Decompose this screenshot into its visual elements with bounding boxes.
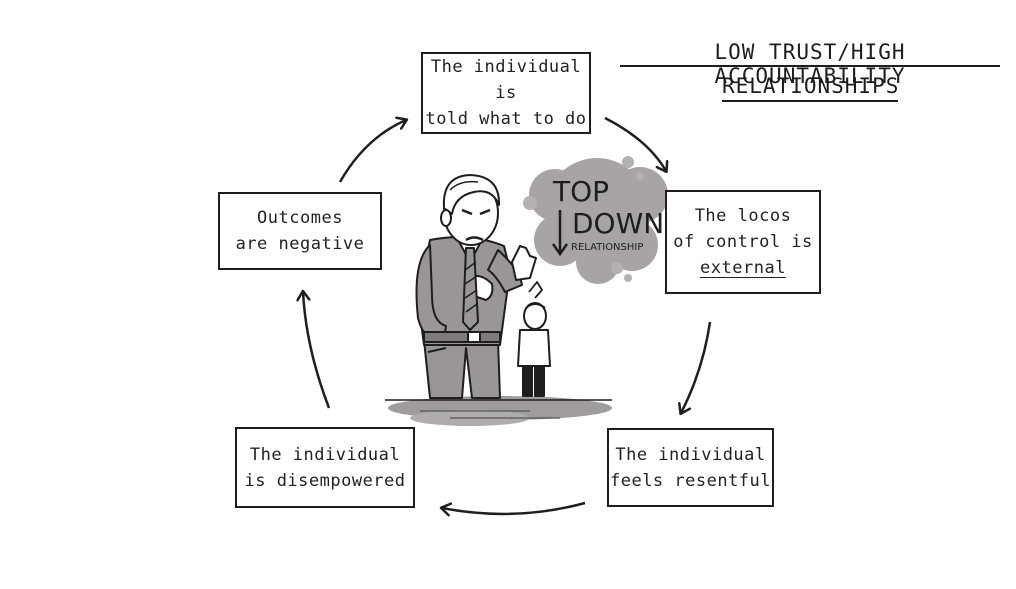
step-resentful-line1: The individual [615,444,766,465]
child-figure [517,281,551,397]
step-locus-line1: The locos [694,206,792,226]
arrow-resentful-to-disempowered [442,501,586,514]
arrow-told-to-locus [604,116,666,171]
step-locus-line2: of control is [673,232,813,252]
step-locus-of-control: The locos of control is external [665,190,821,294]
ground-shadow [385,396,612,426]
diagram-title-line1: LOW TRUST/HIGH ACCOUNTABILITY [714,40,906,88]
step-negative-line2: are negative [235,234,365,254]
cloud-relationship-text: RELATIONSHIP [571,242,643,253]
cloud-top-text: TOP [552,175,609,208]
step-feels-resentful: The individual feels resentful [607,428,774,507]
step-negative-line1: Outcomes [257,208,343,228]
step-outcomes-negative: Outcomes are negative [218,192,382,270]
distress-scribble-icon [528,281,543,299]
step-resentful-line2: feels resentful [609,470,772,491]
step-told-line1: The individual is [430,57,582,103]
diagram-title-line2: RELATIONSHIPS [722,74,900,98]
arrow-negative-to-told [338,120,406,183]
boss-figure [415,174,537,399]
step-disempowered-line1: The individual [249,444,401,465]
arrow-locus-to-resentful [681,321,712,413]
cloud-down-text: DOWN [572,207,664,240]
step-told-line2: told what to do [425,109,587,129]
step-disempowered-line2: is disempowered [244,470,406,491]
step-disempowered: The individual is disempowered [235,427,415,508]
arrow-disempowered-to-negative [303,292,331,409]
top-down-cloud: TOP DOWN RELATIONSHIP [523,156,668,284]
step-told-what-to-do: The individual is told what to do [421,52,591,134]
step-locus-line3: external [700,258,786,278]
